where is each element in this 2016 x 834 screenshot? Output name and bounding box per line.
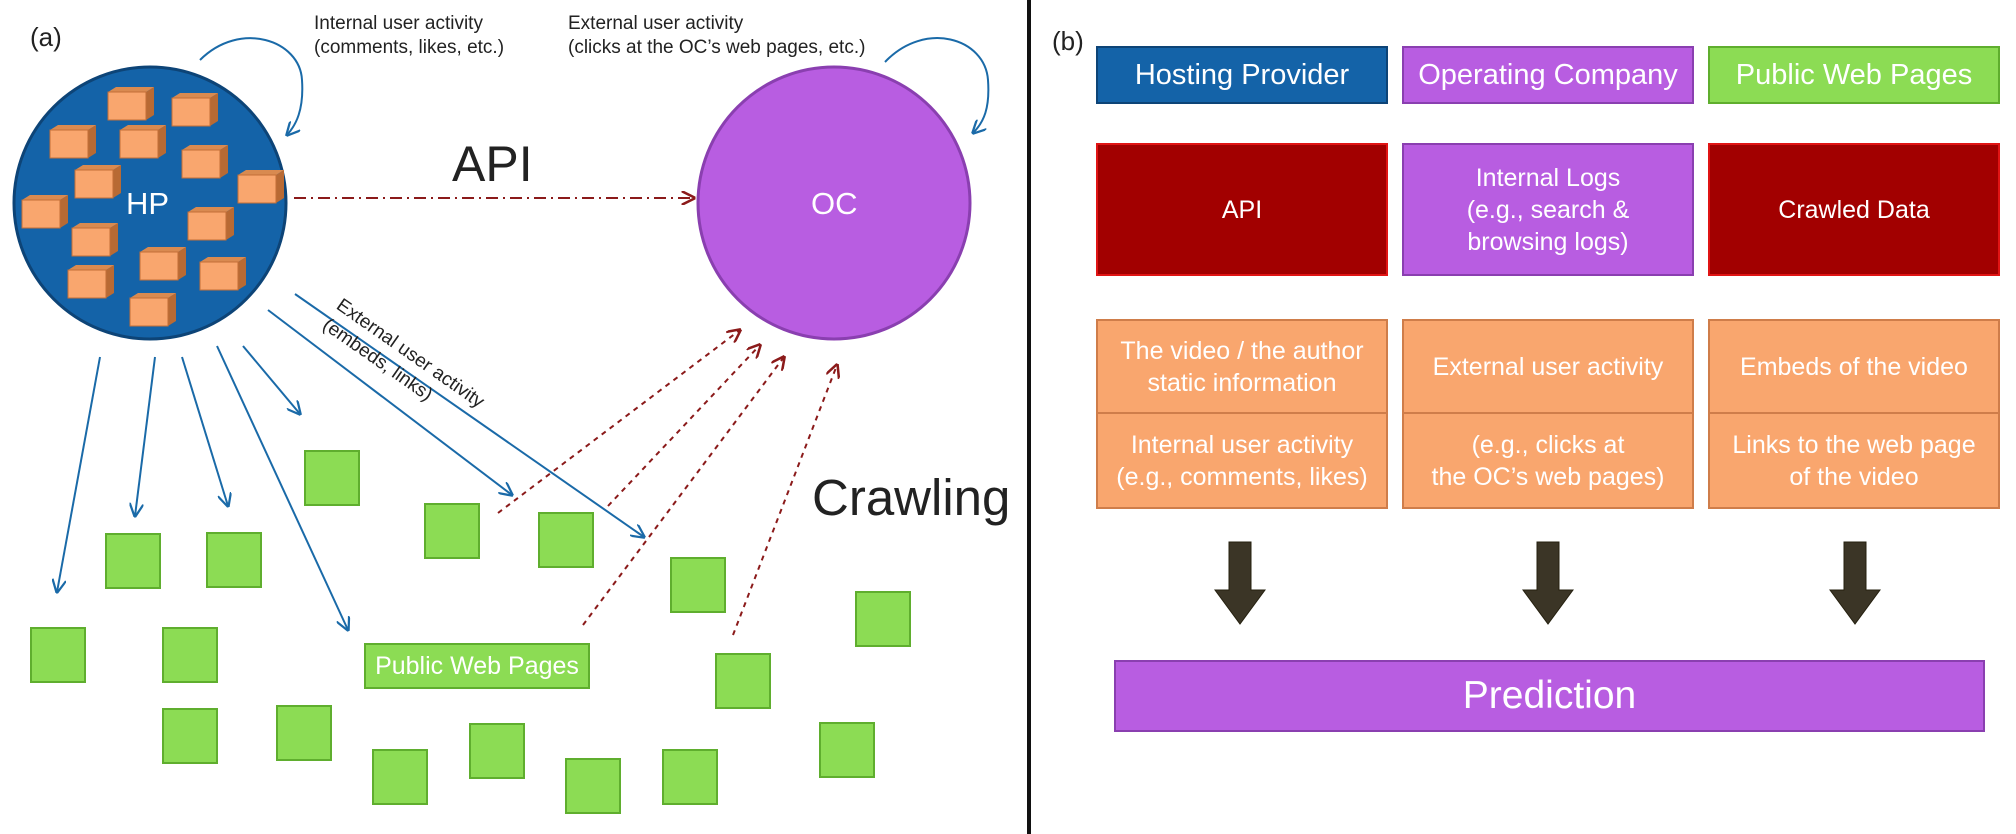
- web-page-square: [276, 705, 332, 761]
- web-page-square: [819, 722, 875, 778]
- feature-line: static information: [1147, 368, 1337, 397]
- external-activity-line: External user activity: [568, 13, 744, 34]
- source-line: browsing logs): [1467, 227, 1629, 256]
- source-crawled-data: Crawled Data: [1708, 143, 2000, 276]
- feature-internal-activity: Internal user activity (e.g., comments, …: [1096, 412, 1388, 509]
- content-block: [129, 293, 176, 327]
- feature-embeds: Embeds of the video: [1708, 319, 2000, 414]
- public-web-pages-box: Public Web Pages: [364, 643, 590, 689]
- public-web-pages-label: Public Web Pages: [375, 651, 579, 680]
- source-line: Internal Logs: [1475, 163, 1621, 192]
- internal-activity-line: (comments, likes, etc.): [314, 37, 505, 58]
- source-line: Crawled Data: [1778, 195, 1930, 224]
- down-arrow-icon: [1829, 541, 1881, 625]
- feature-static-info: The video / the author static informatio…: [1096, 319, 1388, 414]
- web-page-square: [372, 749, 428, 805]
- content-block: [119, 125, 166, 159]
- web-page-square: [30, 627, 86, 683]
- external-activity-line: (clicks at the OC’s web pages, etc.): [568, 37, 866, 58]
- web-page-square: [565, 758, 621, 814]
- web-page-square: [469, 723, 525, 779]
- source-line: API: [1221, 195, 1263, 224]
- web-page-square: [162, 708, 218, 764]
- feature-links: Links to the web page of the video: [1708, 412, 2000, 509]
- prediction-label: Prediction: [1462, 674, 1637, 717]
- header-label: Hosting Provider: [1134, 58, 1350, 91]
- content-block: [199, 257, 246, 291]
- internal-activity-caption: Internal user activity (comments, likes,…: [314, 12, 504, 60]
- content-block: [21, 195, 68, 229]
- api-label: API: [452, 136, 533, 192]
- content-block: [74, 165, 121, 199]
- content-block: [181, 145, 228, 179]
- content-block: [71, 223, 118, 257]
- source-internal-logs: Internal Logs (e.g., search & browsing l…: [1402, 143, 1694, 276]
- source-line: (e.g., search &: [1466, 195, 1630, 224]
- header-public-web-pages: Public Web Pages: [1708, 46, 2000, 104]
- crawling-label: Crawling: [812, 469, 1011, 526]
- prediction-box: Prediction: [1114, 660, 1985, 732]
- down-arrow-icon: [1214, 541, 1266, 625]
- source-api: API: [1096, 143, 1388, 276]
- hp-to-web-arrows: [57, 293, 644, 630]
- content-block: [67, 265, 114, 299]
- crawling-arrows: [497, 330, 837, 636]
- web-page-square: [162, 627, 218, 683]
- web-page-square: [670, 557, 726, 613]
- oc-label: OC: [811, 186, 858, 221]
- header-operating-company: Operating Company: [1402, 46, 1694, 104]
- content-block: [171, 93, 218, 127]
- feature-line: Links to the web page: [1732, 430, 1976, 459]
- web-page-square: [715, 653, 771, 709]
- feature-line: Embeds of the video: [1740, 352, 1968, 381]
- web-page-square: [424, 503, 480, 559]
- feature-line: Internal user activity: [1130, 430, 1354, 459]
- web-page-square: [304, 450, 360, 506]
- feature-clicks: (e.g., clicks at the OC’s web pages): [1402, 412, 1694, 509]
- feature-line: (e.g., clicks at: [1471, 430, 1625, 459]
- feature-line: (e.g., comments, likes): [1116, 462, 1368, 491]
- external-activity-caption-top: External user activity (clicks at the OC…: [568, 12, 865, 60]
- feature-line: The video / the author: [1120, 336, 1364, 365]
- content-block: [139, 247, 186, 281]
- internal-activity-line: Internal user activity: [314, 13, 483, 34]
- feature-line: the OC’s web pages): [1431, 462, 1665, 491]
- header-hosting-provider: Hosting Provider: [1096, 46, 1388, 104]
- web-page-square: [538, 512, 594, 568]
- feature-external-activity: External user activity: [1402, 319, 1694, 414]
- header-label: Public Web Pages: [1735, 58, 1973, 91]
- hp-content-blocks: [21, 87, 284, 327]
- hp-self-loop-arrow: [199, 37, 304, 135]
- content-block: [187, 207, 234, 241]
- oc-self-loop-arrow: [884, 37, 990, 133]
- panel-divider: [1027, 0, 1031, 834]
- web-page-square: [855, 591, 911, 647]
- content-block: [107, 87, 154, 121]
- web-page-square: [206, 532, 262, 588]
- web-page-square: [105, 533, 161, 589]
- down-arrow-icon: [1522, 541, 1574, 625]
- header-label: Operating Company: [1418, 58, 1678, 91]
- panel-b-letter: (b): [1052, 26, 1084, 56]
- hp-label: HP: [126, 186, 170, 221]
- feature-line: External user activity: [1432, 352, 1664, 381]
- content-block: [49, 125, 96, 159]
- oc-circle: [696, 65, 972, 341]
- feature-line: of the video: [1789, 462, 1919, 491]
- panel-a-letter: (a): [30, 22, 62, 52]
- content-block: [237, 170, 284, 204]
- web-page-square: [662, 749, 718, 805]
